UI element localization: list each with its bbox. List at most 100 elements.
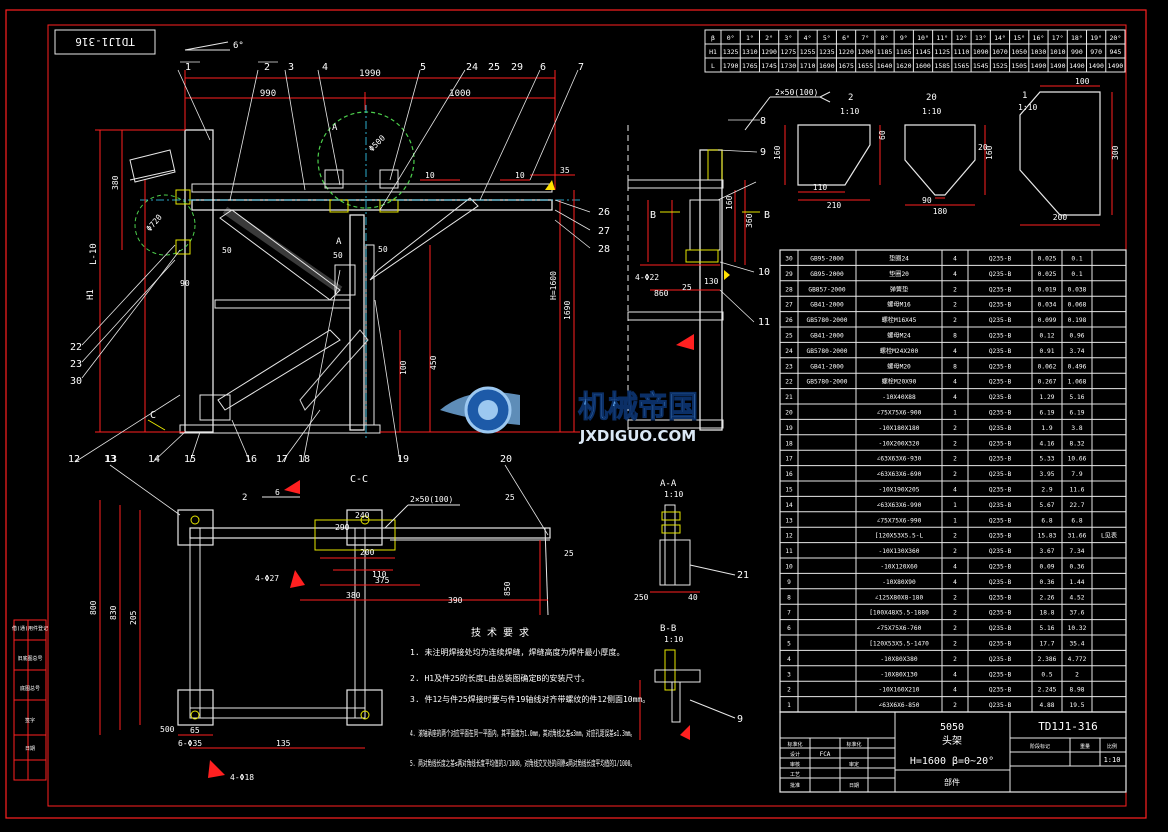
parts-list-cell: Q235-B [989,348,1012,355]
angle-table-cell: 1165 [896,48,912,56]
svg-text:135: 135 [276,739,291,748]
parts-list-cell: 2 [953,548,957,555]
balloon: 30 [70,376,82,387]
balloon: 25 [488,62,500,73]
svg-text:300: 300 [1111,145,1120,160]
svg-text:10: 10 [425,171,435,180]
parts-list-cell: 螺栓M16X45 [882,316,917,324]
svg-text:4-Φ18: 4-Φ18 [230,773,254,782]
parts-list-cell: 8.98 [1070,687,1085,694]
angle-table-cell: 1675 [838,62,854,70]
parts-list-cell: 8 [787,594,791,601]
parts-list-cell: 27 [785,302,793,309]
parts-list-cell: Q235-B [989,256,1012,263]
parts-list-cell: 10.32 [1068,625,1087,632]
parts-list-cell: 0.034 [1038,302,1057,309]
svg-text:200: 200 [360,548,375,557]
parts-list-cell: 螺母M20 [887,362,911,370]
svg-text:450: 450 [429,355,438,370]
svg-text:4-Φ27: 4-Φ27 [255,574,279,583]
svg-text:90: 90 [922,196,932,205]
balloon: 12 [68,454,80,465]
svg-text:830: 830 [109,605,118,620]
angle-table-cell: 15° [1013,34,1025,42]
parts-list-cell: 2 [953,641,957,648]
parts-list-cell: 37.6 [1070,610,1085,617]
parts-list-cell: -10X40X88 [882,394,916,401]
svg-text:借(通)用件登记: 借(通)用件登记 [12,625,48,632]
angle-table-cell: 1220 [838,48,854,56]
parts-list-cell: 2 [953,594,957,601]
parts-list-cell: 24 [785,348,793,355]
angle-table-cell: 1745 [761,62,777,70]
svg-text:2×50(100): 2×50(100) [410,495,453,504]
svg-text:比例: 比例 [1107,743,1117,750]
angle-table-cell: 1490 [1069,62,1085,70]
balloon: 19 [397,454,409,465]
svg-text:TD1J1-316: TD1J1-316 [75,35,135,48]
weld-symbol-top: 2×50(100) [744,88,831,131]
parts-list-cell: 1 [953,410,957,417]
svg-text:Φ720: Φ720 [145,213,164,234]
parts-list-cell: 7.9 [1071,471,1082,478]
parts-list-cell: Q235-B [989,610,1012,617]
parts-list-cell: ∠75X75X6-900 [877,410,922,417]
parts-list-cell: GB95-2000 [810,256,844,263]
parts-list-cell: 29 [785,271,793,278]
parts-list-cell: 5 [787,641,791,648]
svg-text:B-B: B-B [660,624,676,634]
parts-list-cell: 4 [787,656,791,663]
parts-list-cell: [120X53X5.5-L [875,533,924,540]
svg-text:90: 90 [180,279,190,288]
angle-table-cell: 1125 [934,48,950,56]
outer-frame [5,9,1147,819]
parts-list-cell: 螺栓M20X90 [882,378,917,386]
parts-list-cell: GB95-2000 [810,271,844,278]
parts-list-cell: 6.19 [1040,410,1055,417]
balloon: 21 [737,570,749,581]
parts-list-cell: 0.496 [1068,363,1087,370]
parts-list-cell: 11.6 [1070,487,1085,494]
svg-text:180: 180 [933,207,948,216]
parts-list-cell: Q235-B [989,456,1012,463]
angle-table-cell: 19° [1090,34,1102,42]
svg-text:A: A [332,123,338,133]
parts-list-cell: Q235-B [989,379,1012,386]
svg-text:C-C: C-C [350,474,368,485]
parts-list-cell: Q235-B [989,440,1012,447]
parts-list-cell: Q235-B [989,425,1012,432]
parts-list-cell: 8.32 [1070,440,1085,447]
parts-list-cell: -10X180X180 [879,425,920,432]
parts-list-cell: 20 [785,410,793,417]
balloon: 7 [578,62,584,73]
svg-text:380: 380 [111,175,120,190]
balloon: 9 [737,714,743,725]
svg-text:1: 1 [1022,91,1027,101]
svg-text:L-10: L-10 [89,243,99,265]
balloon: 28 [598,244,610,255]
balloon-leaders-front: 1 2 3 4 5 24 25 29 6 7 26 27 28 22 23 30… [68,61,610,465]
svg-text:6: 6 [275,488,280,497]
title-block: 5050 头架 H=1600 β=0~20° TD1J1-316 1:10 部件… [779,711,1127,793]
parts-list-cell: 15 [785,487,793,494]
parts-list-cell: 4 [953,579,957,586]
section-aa: A-A 1:10 250 40 21 [634,479,749,602]
parts-list-cell: -10X200X320 [879,440,920,447]
svg-text:1990: 1990 [359,69,381,79]
angle-table-cell: 20° [1110,34,1122,42]
angle-table-cell: 1325 [723,48,739,56]
parts-list-cell: Q235-B [989,702,1012,709]
angle-table-cell: 1200 [857,48,873,56]
parts-list-cell: 19 [785,425,793,432]
parts-list-cell: 2 [953,656,957,663]
parts-list-cell: 4 [953,256,957,263]
parts-list-cell: 16 [785,471,793,478]
parts-list-cell: GB5780-2000 [807,379,848,386]
parts-list-cell: 3.95 [1040,471,1055,478]
parts-list-cell: 14 [785,502,793,509]
angle-table-cell: 1710 [800,62,816,70]
parts-list-cell: 垫圈24 [889,255,909,263]
parts-list-cell: 0.068 [1068,302,1087,309]
angle-table-cell: 1655 [857,62,873,70]
